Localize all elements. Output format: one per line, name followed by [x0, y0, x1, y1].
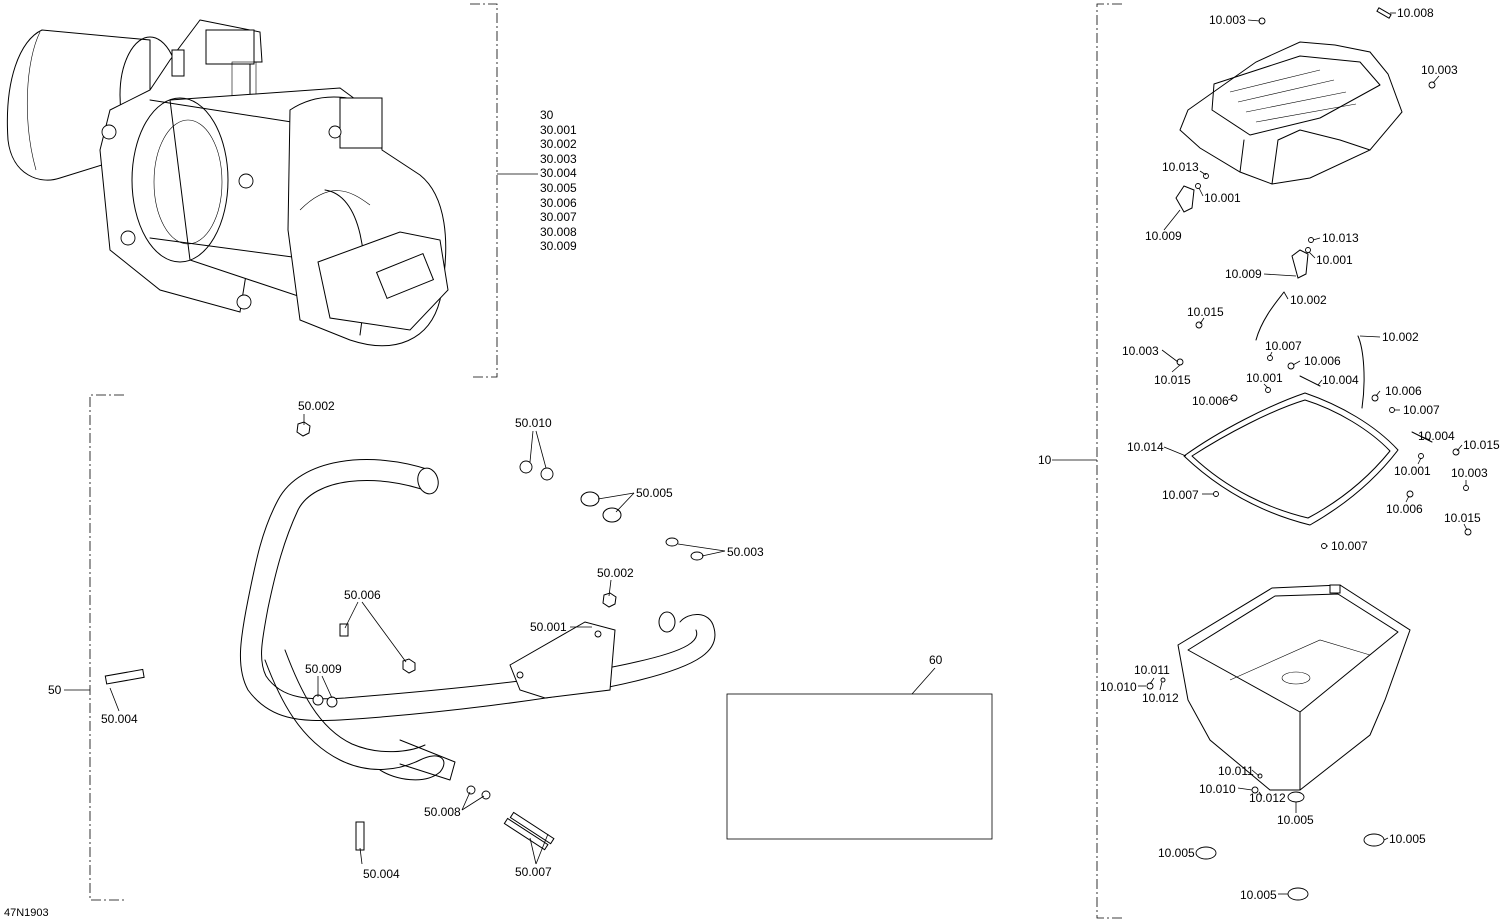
callout-10-004: 10.004 [1418, 429, 1455, 443]
callout-10-014: 10.014 [1127, 440, 1164, 454]
part-number: 30.001 [540, 122, 577, 137]
callout-10-006: 10.006 [1192, 394, 1229, 408]
storage-hardware [1138, 7, 1472, 901]
callout-10-003: 10.003 [1421, 63, 1458, 77]
callout-10-015: 10.015 [1463, 438, 1500, 452]
callout-10-009: 10.009 [1145, 229, 1182, 243]
callout-50-010: 50.010 [515, 416, 552, 430]
callout-10-003: 10.003 [1451, 466, 1488, 480]
callout-10-006: 10.006 [1385, 384, 1422, 398]
group-50-bracket [64, 394, 124, 901]
callout-10-012: 10.012 [1249, 791, 1286, 805]
group-30-part-list: 30 30.001 30.002 30.003 30.004 30.005 30… [540, 108, 577, 254]
group-10-bracket [1052, 3, 1122, 919]
callout-10-002: 10.002 [1382, 330, 1419, 344]
callout-10-015: 10.015 [1444, 511, 1481, 525]
callout-10-003: 10.003 [1122, 344, 1159, 358]
callout-10-008: 10.008 [1397, 6, 1434, 20]
part-number: 30.007 [540, 210, 577, 225]
callout-50-008: 50.008 [424, 805, 461, 819]
callout-50-005: 50.005 [636, 486, 673, 500]
callout-10-005: 10.005 [1158, 846, 1195, 860]
callout-10-013: 10.013 [1162, 160, 1199, 174]
callout-50-003: 50.003 [727, 545, 764, 559]
bumper-tube-illustration [240, 459, 716, 781]
callout-50-004: 50.004 [363, 867, 400, 881]
part-number: 30.003 [540, 151, 577, 166]
callout-10-003: 10.003 [1209, 13, 1246, 27]
callout-10-001: 10.001 [1316, 253, 1353, 267]
part-number: 30.004 [540, 166, 577, 181]
callout-10-006: 10.006 [1386, 502, 1423, 516]
lid-gasket-illustration [1183, 392, 1399, 526]
callout-10-007: 10.007 [1162, 488, 1199, 502]
callout-10-009: 10.009 [1225, 267, 1262, 281]
storage-lid-illustration [1179, 41, 1403, 185]
callout-10-013: 10.013 [1322, 231, 1359, 245]
callout-50-002: 50.002 [597, 566, 634, 580]
callout-50-004: 50.004 [101, 712, 138, 726]
part-number: 30.006 [540, 195, 577, 210]
group-label-60: 60 [929, 653, 943, 667]
part-number: 30.005 [540, 180, 577, 195]
callout-50-006: 50.006 [344, 588, 381, 602]
callout-10-010: 10.010 [1199, 782, 1236, 796]
document-code: 47N1903 [4, 907, 49, 919]
callout-10-001: 10.001 [1394, 464, 1431, 478]
part-number: 30.009 [540, 239, 577, 254]
part-number: 30.002 [540, 137, 577, 152]
callout-10-005: 10.005 [1277, 813, 1314, 827]
callout-10-011: 10.011 [1134, 663, 1170, 677]
callout-10-010: 10.010 [1100, 680, 1137, 694]
winch-illustration [6, 19, 449, 347]
callout-50-007: 50.007 [515, 865, 552, 879]
callout-10-002: 10.002 [1290, 293, 1327, 307]
part-number: 30.008 [540, 224, 577, 239]
callout-10-015: 10.015 [1154, 373, 1191, 387]
callout-10-001: 10.001 [1204, 191, 1241, 205]
callout-10-006: 10.006 [1304, 354, 1341, 368]
callout-50-001: 50.001 [530, 620, 567, 634]
group-60-frame [726, 667, 993, 840]
group-label-10: 10 [1038, 453, 1052, 467]
callout-50-009: 50.009 [305, 662, 342, 676]
group-30-bracket [470, 3, 538, 378]
callout-10-007: 10.007 [1403, 403, 1440, 417]
callout-10-007: 10.007 [1331, 539, 1368, 553]
callout-10-004: 10.004 [1322, 373, 1359, 387]
group-label-50: 50 [48, 683, 62, 697]
callout-10-005: 10.005 [1240, 888, 1277, 902]
callout-10-012: 10.012 [1142, 691, 1179, 705]
bumper-hardware [104, 414, 726, 865]
part-number: 30 [540, 108, 554, 122]
callout-50-002: 50.002 [298, 399, 335, 413]
callout-10-007: 10.007 [1265, 339, 1302, 353]
callout-10-011: 10.011 [1218, 764, 1254, 778]
callout-10-005: 10.005 [1389, 832, 1426, 846]
storage-tub-illustration [1177, 584, 1411, 791]
callout-10-015: 10.015 [1187, 305, 1224, 319]
callout-10-001: 10.001 [1246, 371, 1283, 385]
